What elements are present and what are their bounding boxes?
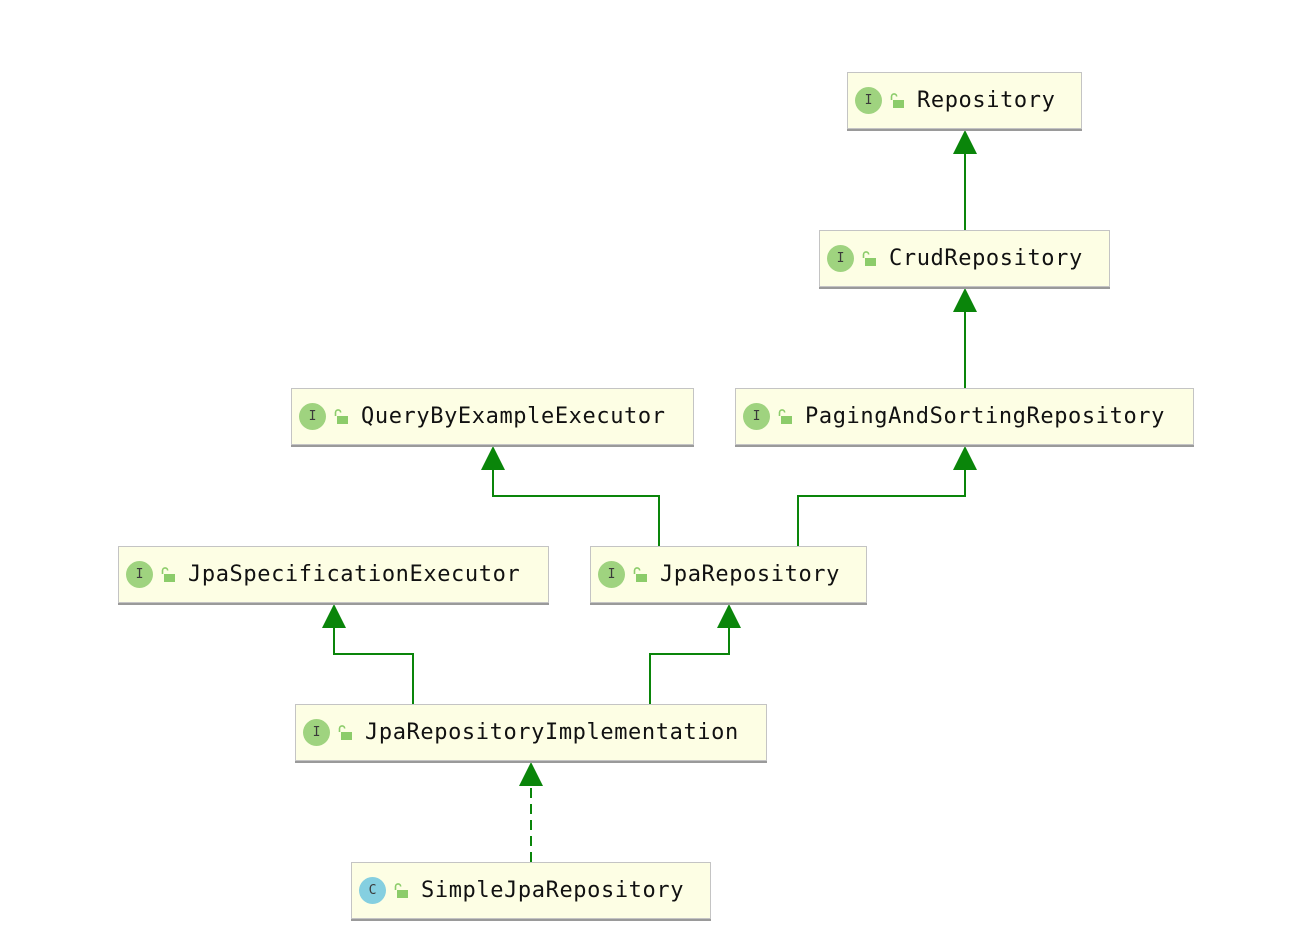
unlocked-icon	[159, 566, 176, 583]
interface-badge-icon: I	[855, 87, 882, 114]
edge-simple-to-jpaimpl	[519, 762, 543, 862]
edge-jparepo-to-paging	[797, 446, 977, 546]
arrowhead-icon	[953, 446, 977, 470]
unlocked-icon	[336, 724, 353, 741]
arrowhead-icon	[322, 604, 346, 628]
edge-crud-to-repository	[953, 130, 977, 230]
interface-badge-icon: I	[303, 719, 330, 746]
interface-badge-icon: I	[743, 403, 770, 430]
node-jpaimpl[interactable]: I JpaRepositoryImplementation	[295, 704, 767, 761]
node-label: PagingAndSortingRepository	[805, 404, 1165, 429]
arrowhead-icon	[481, 446, 505, 470]
edge-jpaimpl-to-jparepo	[649, 604, 741, 704]
node-simple[interactable]: C SimpleJpaRepository	[351, 862, 711, 919]
interface-badge-icon: I	[126, 561, 153, 588]
edge-jpaimpl-to-jpaspec	[322, 604, 414, 704]
edge-jparepo-to-qbe	[481, 446, 660, 546]
unlocked-icon	[776, 408, 793, 425]
node-label: QueryByExampleExecutor	[361, 404, 666, 429]
edge-paging-to-crud	[953, 288, 977, 388]
interface-badge-icon: I	[299, 403, 326, 430]
interface-badge-icon: I	[598, 561, 625, 588]
node-repository[interactable]: I Repository	[847, 72, 1082, 129]
unlocked-icon	[392, 882, 409, 899]
unlocked-icon	[888, 92, 905, 109]
node-label: JpaSpecificationExecutor	[188, 562, 521, 587]
arrowhead-icon	[519, 762, 543, 786]
node-qbe[interactable]: I QueryByExampleExecutor	[291, 388, 694, 445]
arrowhead-icon	[717, 604, 741, 628]
node-jpaspec[interactable]: I JpaSpecificationExecutor	[118, 546, 549, 603]
node-label: Repository	[917, 88, 1056, 113]
node-jparepo[interactable]: I JpaRepository	[590, 546, 867, 603]
unlocked-icon	[332, 408, 349, 425]
edge-line	[797, 470, 966, 546]
arrowhead-icon	[953, 288, 977, 312]
node-label: JpaRepositoryImplementation	[365, 720, 739, 745]
node-label: SimpleJpaRepository	[421, 878, 685, 903]
arrowhead-icon	[953, 130, 977, 154]
edge-line	[333, 628, 414, 704]
node-crud[interactable]: I CrudRepository	[819, 230, 1110, 287]
node-label: JpaRepository	[660, 562, 840, 587]
edge-line	[492, 470, 660, 546]
unlocked-icon	[860, 250, 877, 267]
node-label: CrudRepository	[889, 246, 1083, 271]
node-paging[interactable]: I PagingAndSortingRepository	[735, 388, 1194, 445]
edge-line	[649, 628, 730, 704]
class-badge-icon: C	[359, 877, 386, 904]
interface-badge-icon: I	[827, 245, 854, 272]
unlocked-icon	[631, 566, 648, 583]
